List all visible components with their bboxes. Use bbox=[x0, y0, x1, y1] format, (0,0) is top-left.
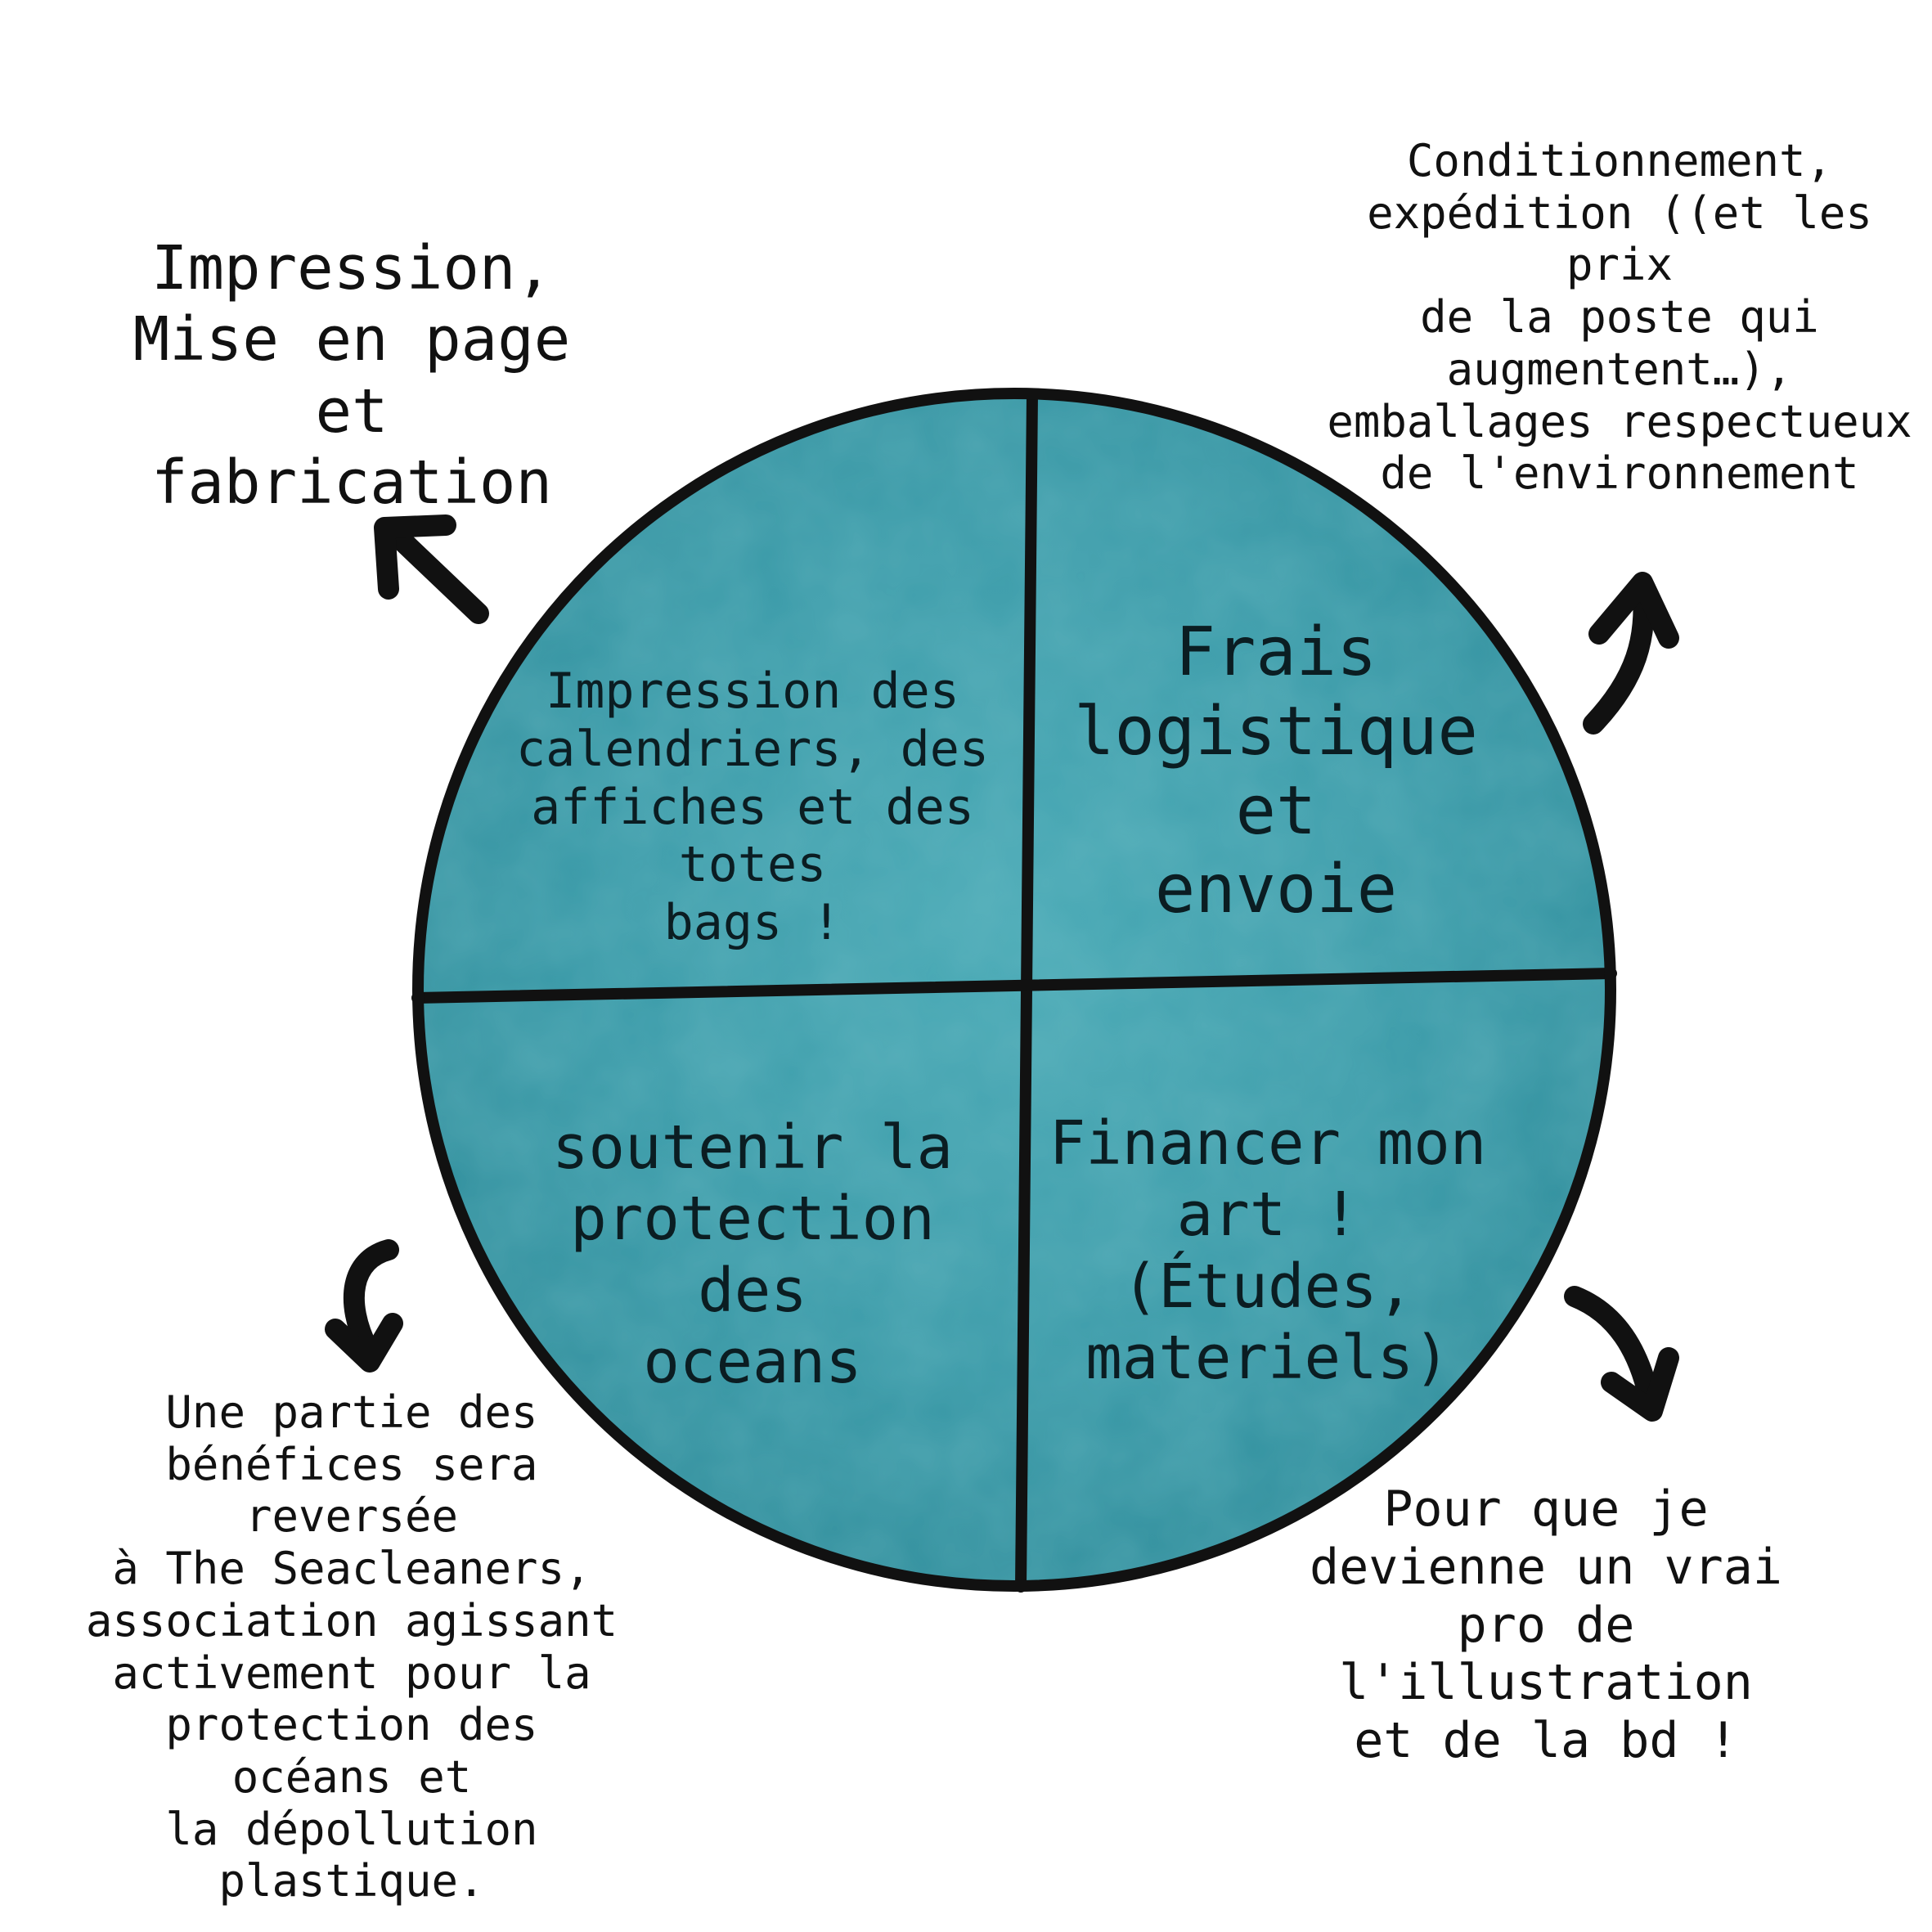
arrow-bottom-left-icon bbox=[325, 1239, 403, 1373]
quadrant-bottom-right-label: Financer mon art ! (Études, materiels) bbox=[1049, 1108, 1487, 1393]
arrow-bottom-right-icon bbox=[1564, 1286, 1679, 1422]
quadrant-bottom-left-label: soutenir la protection des oceans bbox=[551, 1112, 954, 1397]
quadrant-top-left-label: Impression des calendriers, des affiches… bbox=[516, 663, 989, 952]
arrow-top-left-icon bbox=[374, 514, 489, 624]
quadrant-top-right-label: Frais logistique et envoie bbox=[1074, 613, 1478, 929]
annotation-top-left: Impression, Mise en page et fabrication bbox=[133, 233, 571, 518]
arrow-top-right-icon bbox=[1583, 572, 1679, 735]
annotation-bottom-right: Pour que je devienne un vrai pro de l'il… bbox=[1310, 1480, 1782, 1770]
divider-horizontal bbox=[411, 968, 1617, 1004]
annotation-top-right: Conditionnement, expédition ((et les pri… bbox=[1327, 135, 1912, 500]
annotation-bottom-left: Une partie des bénéfices sera reversée à… bbox=[85, 1386, 618, 1907]
circle-outline bbox=[412, 388, 1616, 1592]
